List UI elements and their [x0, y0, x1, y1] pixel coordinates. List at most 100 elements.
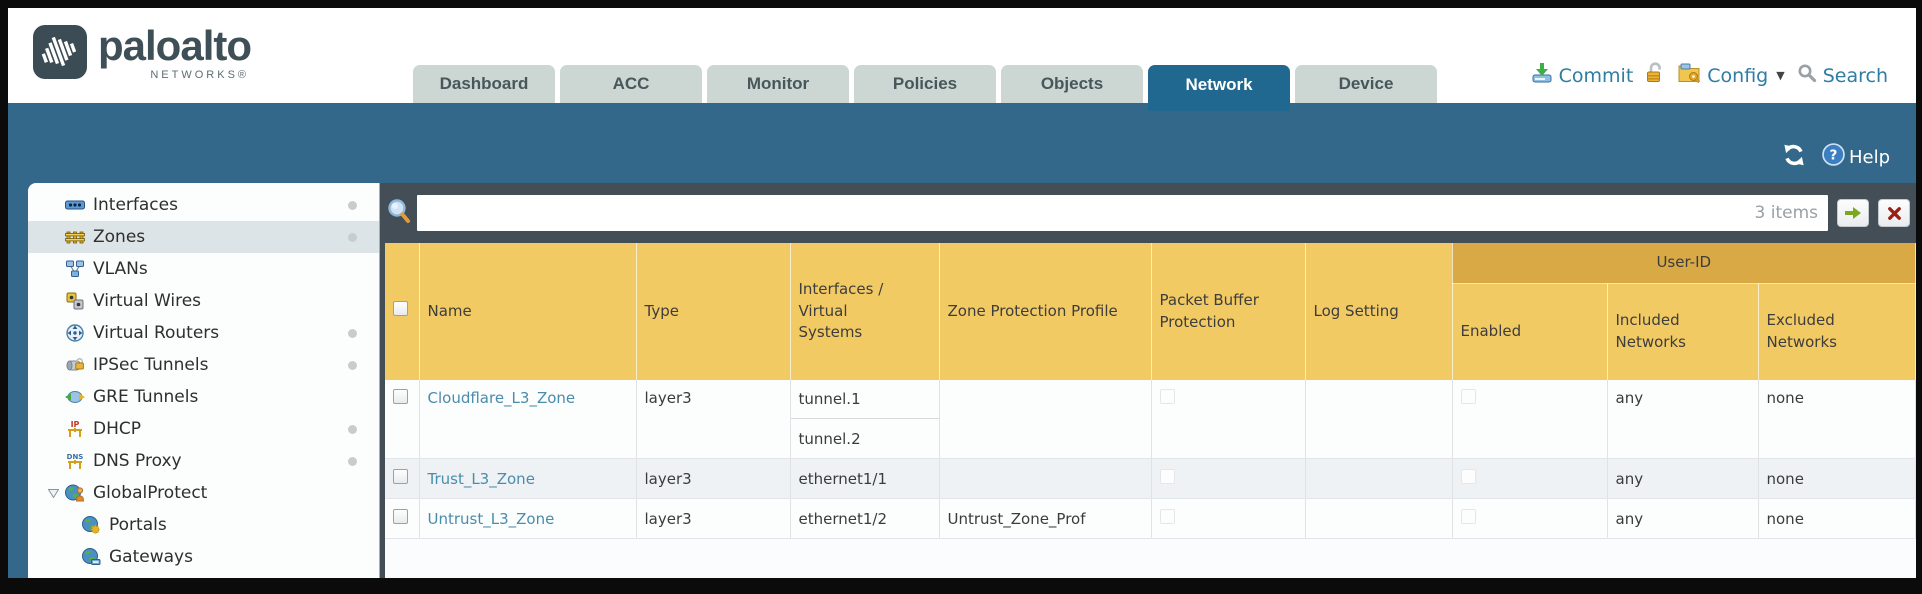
interfaces-cell: ethernet1/2: [790, 498, 940, 539]
item-count: 3 items: [1754, 203, 1818, 223]
tab-monitor[interactable]: Monitor: [707, 65, 849, 103]
included-networks-cell: any: [1607, 458, 1759, 499]
col-header-zone-protection[interactable]: Zone Protection Profile: [939, 243, 1152, 380]
sidebar-item-label: VLANs: [93, 259, 148, 279]
sidebar-item-virtual-routers[interactable]: Virtual Routers: [28, 317, 379, 349]
sidebar-item-label: Virtual Routers: [93, 323, 220, 343]
globalprotect-icon: [64, 483, 86, 503]
col-header-packet-buffer[interactable]: Packet Buffer Protection: [1151, 243, 1306, 380]
user-id-enabled-cell: [1452, 380, 1608, 459]
col-header-log-setting[interactable]: Log Setting: [1305, 243, 1453, 380]
col-header-excluded-networks[interactable]: Excluded Networks: [1758, 283, 1916, 380]
virtual-routers-icon: [64, 323, 86, 343]
sidebar-item-label: Gateways: [109, 547, 193, 567]
sidebar-item-gre-tunnels[interactable]: GRE Tunnels: [28, 381, 379, 413]
sidebar-item-label: Zones: [93, 227, 146, 247]
zone-protection-cell: Untrust_Zone_Prof: [939, 498, 1152, 539]
sidebar-item-gateways[interactable]: Gateways: [28, 541, 379, 573]
brand-subtitle: NETWORKS®: [150, 69, 250, 81]
tab-device[interactable]: Device: [1295, 65, 1437, 103]
sidebar-item-label: GlobalProtect: [93, 483, 208, 503]
col-header-included-networks[interactable]: Included Networks: [1607, 283, 1759, 380]
tab-policies[interactable]: Policies: [854, 65, 996, 103]
zone-type-cell: layer3: [636, 458, 791, 499]
commit-label: Commit: [1558, 64, 1634, 87]
row-select-checkbox[interactable]: [393, 469, 408, 484]
excluded-networks-cell: none: [1758, 498, 1916, 539]
sidebar-item-label: IPSec Tunnels: [93, 355, 209, 375]
log-setting-cell: [1305, 458, 1453, 499]
zones-table: Name Type Interfaces / Virtual Systems Z…: [385, 243, 1916, 539]
sidebar-item-globalprotect[interactable]: GlobalProtect: [28, 477, 379, 509]
sidebar-item-ipsec-tunnels[interactable]: IPSec Tunnels: [28, 349, 379, 381]
virtual-wires-icon: [64, 291, 86, 311]
sidebar-item-virtual-wires[interactable]: Virtual Wires: [28, 285, 379, 317]
lock-button[interactable]: [1645, 62, 1665, 89]
apply-filter-button[interactable]: [1837, 199, 1869, 227]
paloalto-logo: paloalto NETWORKS®: [32, 24, 252, 84]
filter-input[interactable]: [417, 195, 1755, 231]
select-all-checkbox[interactable]: [393, 300, 408, 316]
excluded-networks-cell: none: [1758, 458, 1916, 499]
zone-name-cell: Trust_L3_Zone: [419, 458, 637, 499]
search-button[interactable]: Search: [1797, 63, 1888, 88]
paloalto-logo-icon: [32, 24, 88, 84]
tab-objects[interactable]: Objects: [1001, 65, 1143, 103]
tab-acc[interactable]: ACC: [560, 65, 702, 103]
sidebar-item-label: Portals: [109, 515, 167, 535]
col-header-name[interactable]: Name: [419, 243, 637, 380]
gre-tunnels-icon: [64, 387, 86, 407]
col-header-enabled[interactable]: Enabled: [1452, 283, 1608, 380]
zones-table-wrap: Name Type Interfaces / Virtual Systems Z…: [385, 243, 1916, 578]
interface-entry: tunnel.2: [790, 419, 939, 458]
interface-entry: ethernet1/2: [790, 499, 939, 538]
chevron-down-icon: ▼: [1776, 69, 1785, 82]
dns-proxy-icon: DNS: [64, 451, 86, 471]
filter-input-box: 3 items: [417, 195, 1828, 231]
search-label: Search: [1822, 64, 1888, 87]
help-button[interactable]: ? Help: [1822, 143, 1890, 171]
zone-name-link[interactable]: Trust_L3_Zone: [427, 469, 535, 488]
help-icon: ?: [1822, 143, 1845, 171]
commit-button[interactable]: Commit: [1531, 62, 1634, 89]
status-dot: [348, 328, 357, 338]
log-setting-cell: [1305, 498, 1453, 539]
sub-header-band: ? Help: [8, 103, 1916, 183]
row-select-checkbox[interactable]: [393, 389, 408, 404]
sidebar-item-vlans[interactable]: VLANs: [28, 253, 379, 285]
refresh-icon[interactable]: [1782, 143, 1806, 171]
zone-name-link[interactable]: Cloudflare_L3_Zone: [427, 389, 576, 407]
search-icon: [1797, 63, 1817, 88]
row-select-checkbox[interactable]: [393, 509, 408, 524]
vlans-icon: [64, 259, 86, 279]
sidebar-item-label: Interfaces: [93, 195, 178, 215]
interface-entry: tunnel.1: [790, 380, 939, 419]
sidebar-item-zones[interactable]: Zones: [28, 221, 379, 253]
config-icon: [1677, 62, 1701, 89]
col-header-type[interactable]: Type: [636, 243, 791, 380]
tab-network[interactable]: Network: [1148, 65, 1290, 111]
sidebar-item-label: GRE Tunnels: [93, 387, 199, 407]
filter-bar: 3 items: [385, 183, 1916, 243]
zones-icon: [64, 227, 86, 247]
col-header-interfaces[interactable]: Interfaces / Virtual Systems: [790, 243, 940, 380]
expand-triangle-icon[interactable]: [42, 488, 64, 498]
row-select-cell: [385, 498, 420, 539]
gateways-icon: [80, 547, 102, 567]
zone-name-link[interactable]: Untrust_L3_Zone: [427, 509, 555, 528]
sidebar-item-interfaces[interactable]: Interfaces: [28, 189, 379, 221]
zone-protection-cell: [939, 458, 1152, 499]
tab-dashboard[interactable]: Dashboard: [413, 65, 555, 103]
zone-name-cell: Cloudflare_L3_Zone: [419, 380, 637, 459]
user-id-enabled-cell: [1452, 498, 1608, 539]
config-menu-button[interactable]: Config ▼: [1677, 62, 1785, 89]
clear-filter-button[interactable]: [1878, 199, 1910, 227]
sidebar-item-portals[interactable]: Portals: [28, 509, 379, 541]
